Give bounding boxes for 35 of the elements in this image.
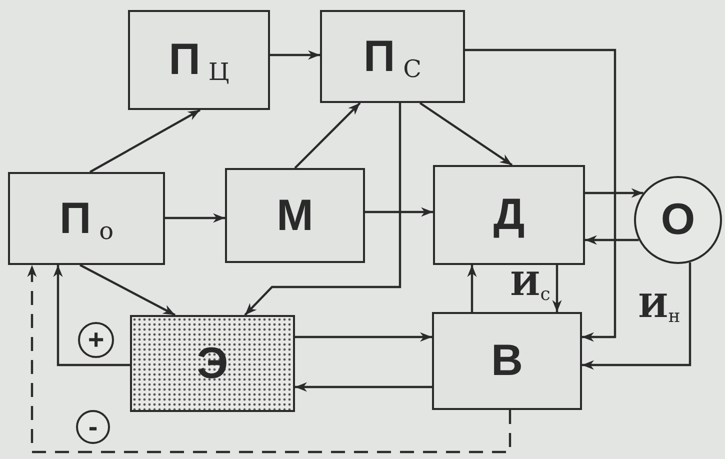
arrow bbox=[552, 265, 562, 312]
arrow bbox=[295, 332, 432, 342]
node-label: - bbox=[88, 413, 98, 441]
arrow bbox=[465, 48, 616, 342]
arrow bbox=[53, 265, 130, 366]
node-label: П$_{Ц}$ bbox=[168, 38, 230, 82]
node-label: + bbox=[88, 326, 104, 354]
arrow bbox=[295, 382, 432, 392]
arrow bbox=[419, 102, 513, 166]
arrow bbox=[582, 262, 692, 370]
node-label: Д bbox=[493, 193, 525, 237]
arrow bbox=[585, 235, 639, 245]
node-label: В bbox=[491, 339, 523, 383]
arrow bbox=[270, 50, 320, 60]
node-label: П$_{о}$ bbox=[59, 196, 114, 240]
arrow bbox=[79, 264, 176, 316]
node-label: М bbox=[276, 194, 314, 238]
block-box bbox=[432, 312, 582, 410]
arrow bbox=[27, 265, 512, 454]
block-box bbox=[130, 315, 295, 412]
arrow bbox=[365, 207, 433, 217]
node-label: П$_{С}$ bbox=[364, 34, 422, 78]
arrow bbox=[244, 103, 402, 316]
block-box bbox=[225, 168, 365, 263]
arrow bbox=[294, 102, 361, 169]
block-box bbox=[433, 165, 585, 265]
block-box bbox=[8, 172, 165, 265]
arrow bbox=[89, 109, 201, 173]
arrow bbox=[585, 188, 644, 198]
node-label: О bbox=[660, 198, 696, 242]
block-box bbox=[320, 10, 465, 103]
node-label: Э bbox=[196, 342, 228, 386]
block-box bbox=[128, 10, 270, 110]
arrow bbox=[165, 213, 225, 223]
arrow bbox=[467, 265, 477, 312]
